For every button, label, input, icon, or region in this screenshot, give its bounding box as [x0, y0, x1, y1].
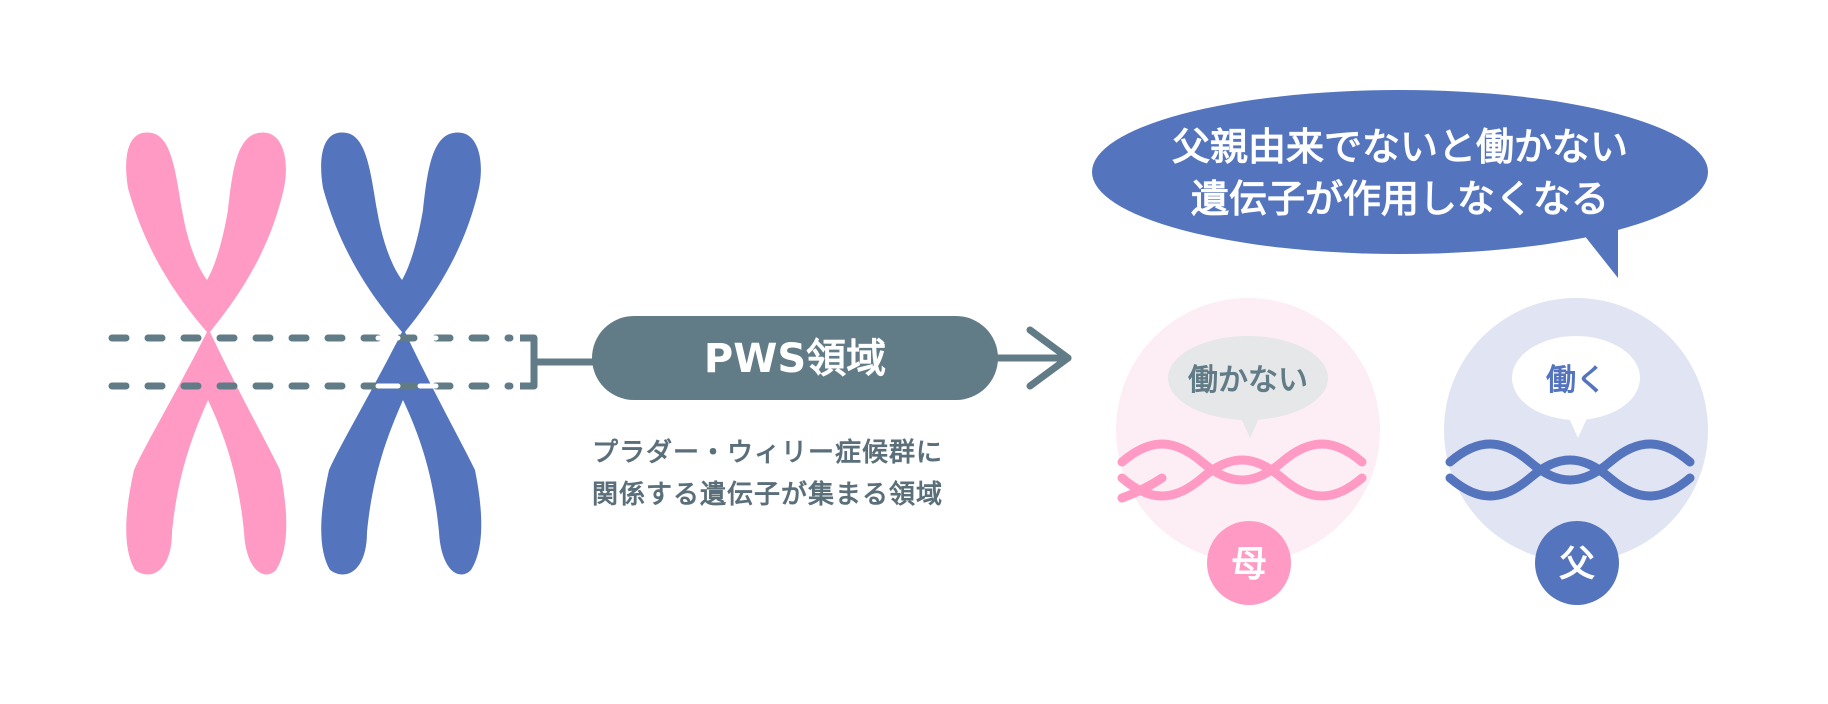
- paternal-bubble-text: 働く: [1545, 363, 1606, 398]
- maternal-dna-strand: [1117, 439, 1367, 485]
- maternal-bubble: [1168, 336, 1328, 420]
- paternal-chromosome: [321, 132, 482, 575]
- region-caption-line2: 関係する遺伝子が集まる領域: [592, 480, 944, 510]
- region-bracket: [520, 334, 600, 390]
- main-speech-line1: 父親由来でないと働かない: [1172, 125, 1628, 169]
- pws-region-label: PWS領域: [704, 336, 886, 382]
- main-speech-bubble: 父親由来でないと働かない 遺伝子が作用しなくなる: [1092, 90, 1708, 278]
- paternal-gene-panel: 働く 父: [1444, 298, 1708, 605]
- main-speech-line2: 遺伝子が作用しなくなる: [1191, 177, 1609, 221]
- maternal-chromosome: [126, 132, 287, 575]
- paternal-badge: [1535, 521, 1619, 605]
- paternal-dna-strand: [1445, 439, 1695, 485]
- maternal-badge-text: 母: [1231, 544, 1267, 585]
- maternal-gene-panel: 働かない 母: [1116, 298, 1380, 605]
- paternal-badge-text: 父: [1559, 544, 1595, 585]
- region-dashed-lines: [108, 334, 514, 390]
- region-caption: プラダー・ウィリー症候群に 関係する遺伝子が集まる領域: [592, 432, 1032, 516]
- maternal-badge: [1207, 521, 1291, 605]
- region-caption-line1: プラダー・ウィリー症候群に: [592, 438, 944, 468]
- maternal-bubble-text: 働かない: [1187, 363, 1308, 398]
- paternal-bubble: [1512, 336, 1640, 420]
- pws-region-pill: PWS領域: [592, 316, 998, 400]
- arrow-right-icon: [994, 326, 1072, 390]
